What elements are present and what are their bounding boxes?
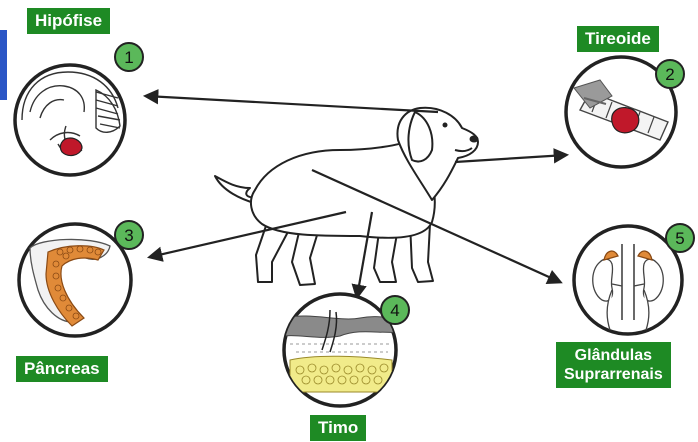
badge-3: 3 xyxy=(114,220,144,250)
connector-arrows xyxy=(142,88,570,301)
label-tireoide: Tireoide xyxy=(577,26,659,52)
label-hipofise: Hipófise xyxy=(27,8,111,34)
arrow-to-suprarrenais xyxy=(311,168,563,284)
edge-marker xyxy=(0,30,7,100)
badge-1-number: 1 xyxy=(124,48,133,67)
label-hipofise-text: Hipófise xyxy=(35,11,103,30)
badge-2-number: 2 xyxy=(665,65,674,84)
label-timo: Timo xyxy=(310,415,367,441)
arrow-to-tireoide xyxy=(454,148,570,164)
arrow-to-pancreas xyxy=(146,210,347,262)
badge-4: 4 xyxy=(380,295,410,325)
arrow-to-hipofise xyxy=(142,88,439,114)
label-tireoide-text: Tireoide xyxy=(585,29,651,48)
badge-2: 2 xyxy=(655,59,685,89)
label-pancreas: Pâncreas xyxy=(16,356,108,382)
label-suprarrenais: Glândulas Suprarrenais xyxy=(556,342,671,388)
badge-1: 1 xyxy=(114,42,144,72)
label-suprarrenais-line-2: Suprarrenais xyxy=(564,366,663,383)
suprarrenais-illustration xyxy=(572,224,684,336)
badge-5-number: 5 xyxy=(675,229,684,248)
dog-illustration xyxy=(214,106,479,286)
label-pancreas-text: Pâncreas xyxy=(24,359,100,378)
label-suprarrenais-line-1: Glândulas xyxy=(574,347,653,364)
hipofise-illustration xyxy=(13,63,127,177)
badge-3-number: 3 xyxy=(124,226,133,245)
arrow-to-timo xyxy=(351,211,374,301)
badge-4-number: 4 xyxy=(390,301,399,320)
tireoide-illustration xyxy=(564,55,678,169)
pancreas-illustration xyxy=(17,222,133,338)
badge-5: 5 xyxy=(665,223,695,253)
label-timo-text: Timo xyxy=(318,418,359,437)
timo-illustration xyxy=(282,292,398,408)
